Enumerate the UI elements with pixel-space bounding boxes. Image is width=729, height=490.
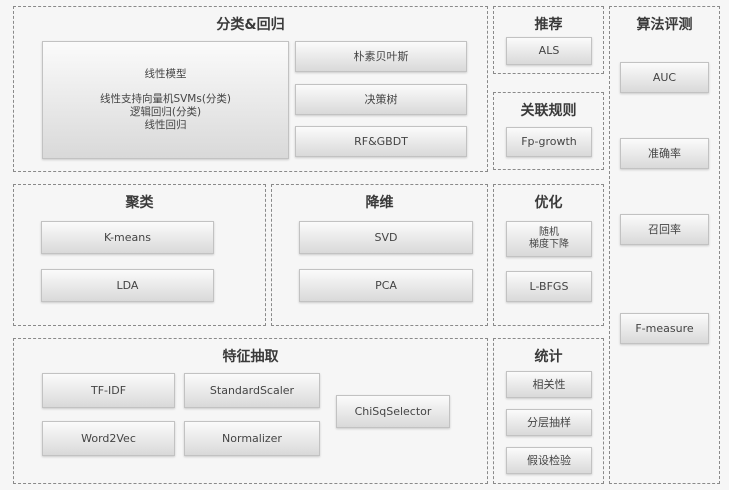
naive-bayes-box: 朴素贝叶斯 (295, 41, 467, 72)
recommend-title: 推荐 (534, 17, 563, 33)
classification-panel: 分类&回归 线性模型 线性支持向量机SVMs(分类) 逻辑回归(分类) 线性回归… (13, 6, 488, 172)
features-title: 特征抽取 (222, 349, 279, 365)
pca-box: PCA (299, 269, 473, 302)
fpgrowth-box: Fp-growth (506, 127, 592, 157)
dimreduce-panel: 降维 SVD PCA (271, 184, 488, 326)
dimreduce-title: 降维 (365, 195, 394, 211)
evaluation-panel: 算法评测 AUC 准确率 召回率 F-measure (609, 6, 720, 484)
features-panel: 特征抽取 TF-IDF StandardScaler Word2Vec Norm… (13, 338, 488, 484)
clustering-panel: 聚类 K-means LDA (13, 184, 266, 326)
association-panel: 关联规则 Fp-growth (493, 92, 604, 170)
hypothesis-testing-box: 假设检验 (506, 447, 592, 474)
accuracy-box: 准确率 (620, 138, 709, 169)
linear-svm-label: 线性支持向量机SVMs(分类) (99, 92, 232, 105)
sgd-box: 随机 梯度下降 (506, 221, 592, 257)
sgd-line-2: 梯度下降 (529, 239, 569, 250)
tfidf-box: TF-IDF (42, 373, 175, 408)
standardscaler-box: StandardScaler (184, 373, 320, 408)
lda-box: LDA (41, 269, 214, 302)
auc-box: AUC (620, 62, 709, 93)
logistic-regression-label: 逻辑回归(分类) (129, 106, 202, 118)
f-measure-box: F-measure (620, 313, 709, 344)
clustering-title: 聚类 (125, 195, 154, 211)
kmeans-box: K-means (41, 221, 214, 254)
word2vec-box: Word2Vec (42, 421, 175, 456)
decision-tree-box: 决策树 (295, 84, 467, 115)
evaluation-title: 算法评测 (636, 17, 693, 33)
association-title: 关联规则 (520, 103, 577, 119)
statistics-title: 统计 (534, 349, 563, 365)
optimization-title: 优化 (534, 195, 563, 211)
rf-gbdt-box: RF&GBDT (295, 126, 467, 157)
als-box: ALS (506, 37, 592, 65)
classification-title: 分类&回归 (216, 17, 285, 33)
stratified-sampling-box: 分层抽样 (506, 409, 592, 436)
linear-regression-label: 线性回归 (144, 119, 187, 132)
chisqselector-box: ChiSqSelector (336, 395, 450, 428)
lbfgs-box: L-BFGS (506, 271, 592, 302)
optimization-panel: 优化 随机 梯度下降 L-BFGS (493, 184, 604, 326)
sgd-line-1: 随机 (539, 226, 559, 238)
normalizer-box: Normalizer (184, 421, 320, 456)
correlation-box: 相关性 (506, 371, 592, 398)
svd-box: SVD (299, 221, 473, 254)
linear-model-box: 线性模型 线性支持向量机SVMs(分类) 逻辑回归(分类) 线性回归 (42, 41, 289, 159)
linear-model-label: 线性模型 (144, 67, 187, 80)
statistics-panel: 统计 相关性 分层抽样 假设检验 (493, 338, 604, 484)
recall-box: 召回率 (620, 214, 709, 245)
recommend-panel: 推荐 ALS (493, 6, 604, 74)
